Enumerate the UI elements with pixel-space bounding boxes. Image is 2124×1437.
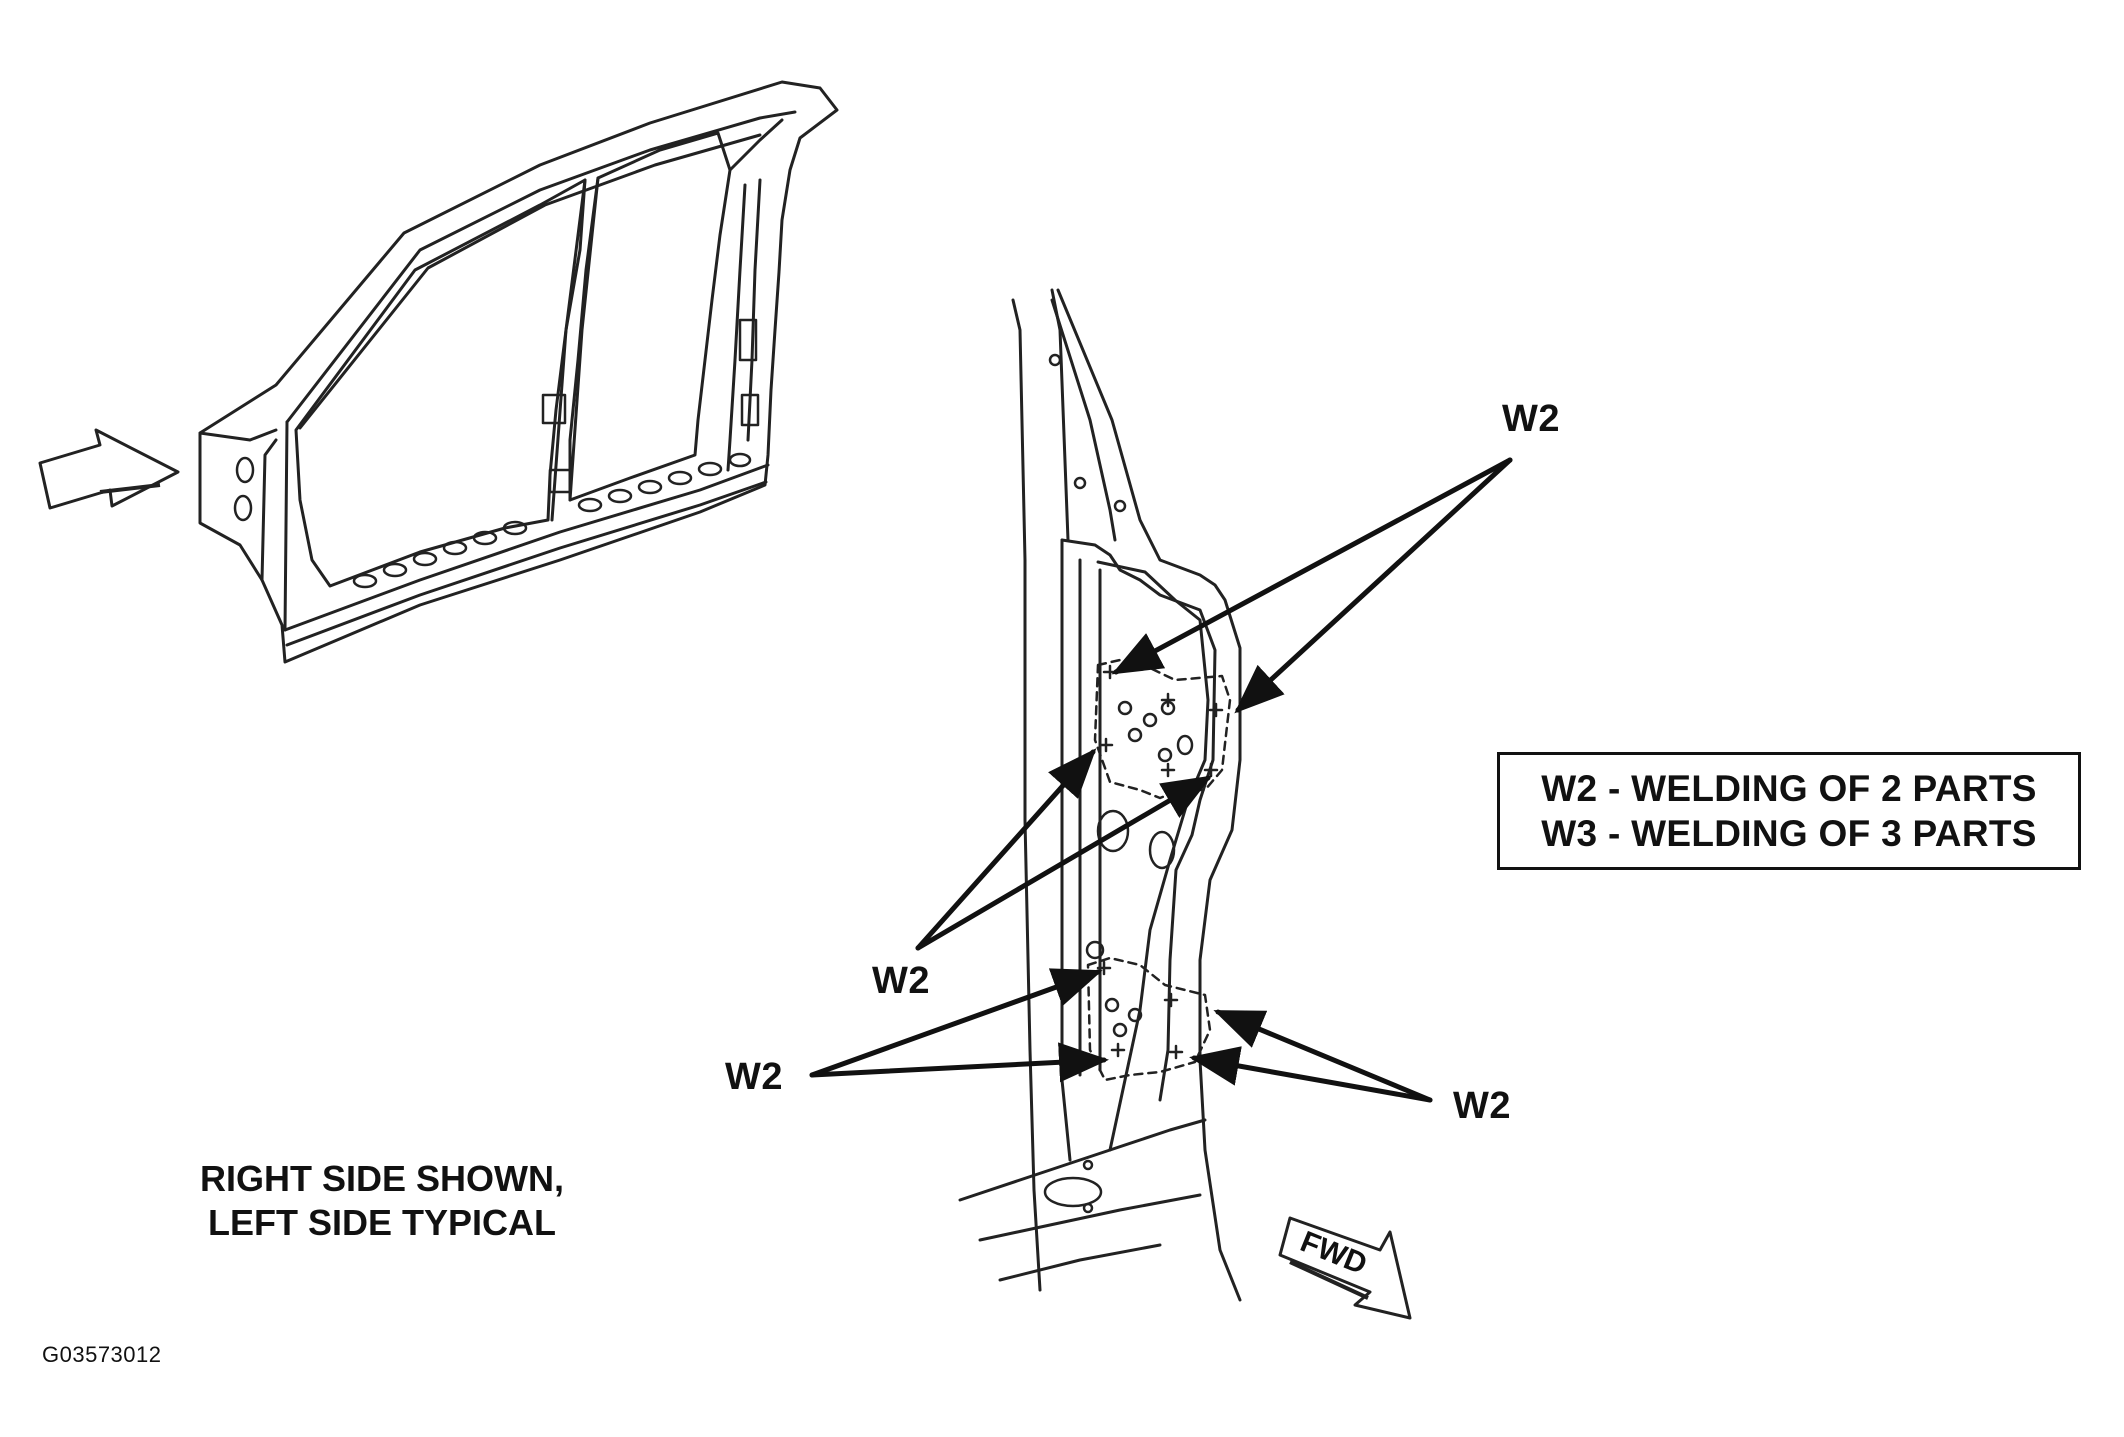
forward-arrow-left-icon bbox=[38, 428, 180, 510]
figure-id: G03573012 bbox=[42, 1342, 162, 1367]
callout-label-lower-left: W2 bbox=[725, 1056, 783, 1098]
callout-arrows bbox=[809, 457, 1513, 1103]
callout-arrow bbox=[809, 968, 1103, 1078]
legend-line-w2: W2 - WELDING OF 2 PARTS bbox=[1541, 768, 2037, 809]
callout-label-lower-right: W2 bbox=[1453, 1085, 1511, 1127]
callout-arrow bbox=[1213, 1009, 1433, 1103]
b-pillar-closeup-drawing bbox=[958, 288, 1242, 1302]
callout-arrow bbox=[915, 748, 1097, 951]
side-note-line1: RIGHT SIDE SHOWN, bbox=[199, 1158, 564, 1199]
forward-arrow-fwd-icon bbox=[1278, 1216, 1412, 1320]
callout-arrow bbox=[809, 1042, 1109, 1083]
side-note: RIGHT SIDE SHOWN, LEFT SIDE TYPICAL bbox=[172, 1157, 592, 1245]
weld-legend-box: W2 - WELDING OF 2 PARTS W3 - WELDING OF … bbox=[1497, 752, 2081, 870]
callout-arrow bbox=[1234, 457, 1513, 714]
callout-arrow bbox=[915, 775, 1213, 951]
callout-label-top-right: W2 bbox=[1502, 398, 1560, 440]
side-note-line2: LEFT SIDE TYPICAL bbox=[207, 1202, 556, 1243]
body-side-aperture-drawing bbox=[198, 80, 839, 664]
callout-label-middle-left: W2 bbox=[872, 960, 930, 1002]
callout-arrow bbox=[1111, 457, 1513, 675]
legend-line-w3: W3 - WELDING OF 3 PARTS bbox=[1541, 813, 2037, 854]
callout-arrow bbox=[1189, 1046, 1433, 1103]
